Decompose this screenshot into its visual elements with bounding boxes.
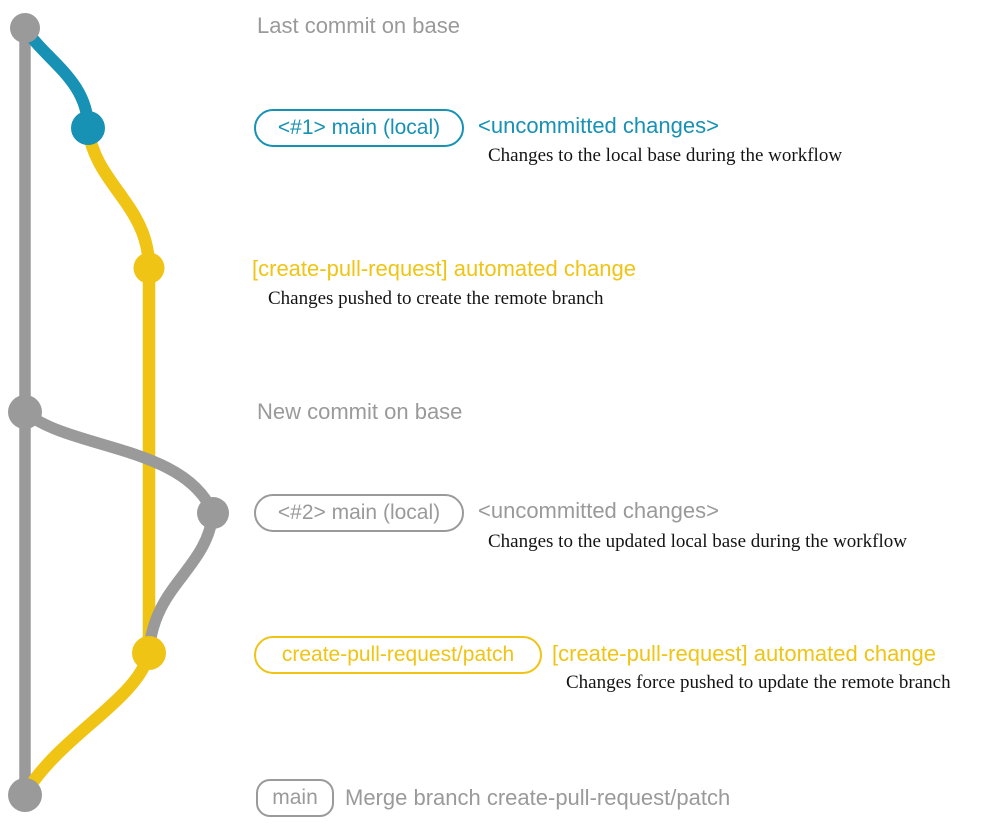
uncommitted-changes-title-1: <uncommitted changes> <box>478 113 719 138</box>
automated-change-caption-1: Changes pushed to create the remote bran… <box>268 288 604 309</box>
new-commit-label: New commit on base <box>257 399 463 424</box>
patch-branch-curve <box>81 121 156 660</box>
commit-dot-uncommitted-1 <box>71 111 105 145</box>
commit-dot-automated-change-1 <box>133 252 165 284</box>
commit-dot-new-base <box>8 395 42 429</box>
commit-dot-uncommitted-2 <box>197 497 229 529</box>
branch-badge-label: <#1> main (local) <box>277 116 441 139</box>
last-commit-label: Last commit on base <box>257 13 460 38</box>
automated-change-caption-2: Changes force pushed to update the remot… <box>566 672 951 693</box>
branch-badge-label: <#2> main (local) <box>277 501 441 524</box>
branch-badge-main-local-1: <#1> main (local) <box>254 109 464 147</box>
commit-dot-last-base <box>10 13 40 43</box>
local-main-2-rebase-curve <box>143 507 219 659</box>
local-main-1-branch-curve <box>19 22 94 134</box>
branch-badge-main: main <box>256 779 334 817</box>
branch-badge-label: create-pull-request/patch <box>281 643 515 666</box>
commit-dot-automated-change-2 <box>132 636 166 670</box>
automated-change-title-2: [create-pull-request] automated change <box>552 641 937 666</box>
patch-merge-curve <box>18 646 156 801</box>
uncommitted-changes-caption-2: Changes to the updated local base during… <box>488 531 907 552</box>
uncommitted-changes-caption-1: Changes to the local base during the wor… <box>488 145 843 166</box>
local-main-2-branch-curve <box>19 406 219 519</box>
automated-change-title-1: [create-pull-request] automated change <box>252 256 637 281</box>
uncommitted-changes-title-2: <uncommitted changes> <box>478 498 719 523</box>
branch-badge-label: main <box>272 786 318 809</box>
commit-dot-merge <box>8 778 42 812</box>
merge-commit-label: Merge branch create-pull-request/patch <box>345 785 731 810</box>
branch-badge-patch: create-pull-request/patch <box>254 636 542 674</box>
branch-badge-main-local-2: <#2> main (local) <box>254 494 464 532</box>
